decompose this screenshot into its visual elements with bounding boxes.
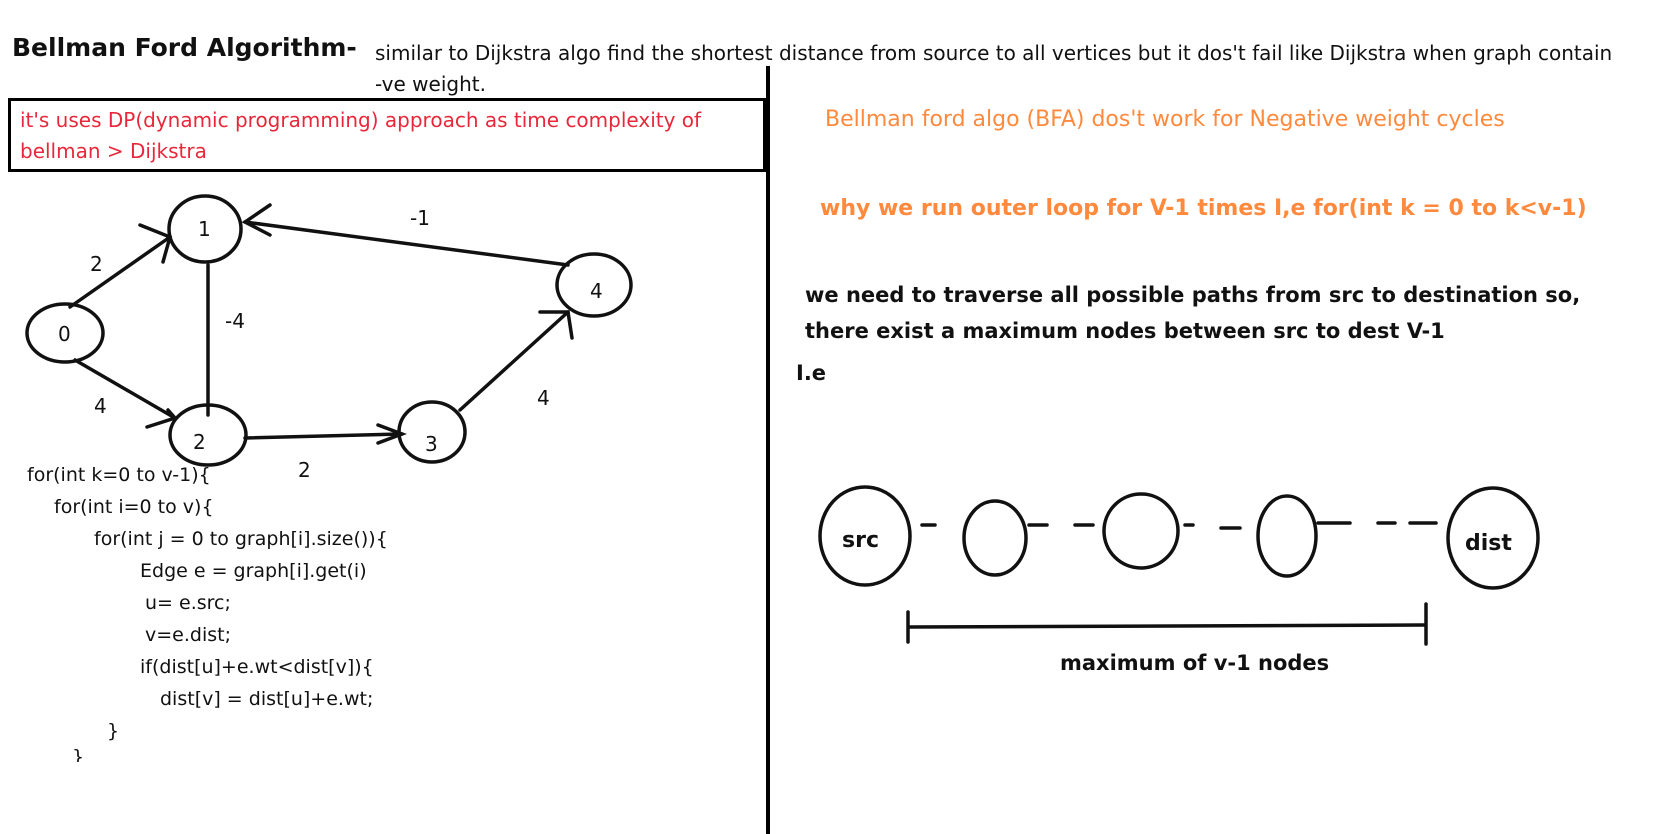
bracket-bar: [908, 623, 1426, 629]
code-line-8: dist[v] = dist[u]+e.wt;: [160, 688, 374, 710]
dp-note-text: it's uses DP(dynamic programming) approa…: [20, 108, 702, 163]
edge-3-4-weight: 4: [537, 386, 550, 410]
edge-3-4: [458, 310, 570, 412]
ie-label: I.e: [796, 361, 827, 385]
bracket-label: maximum of v-1 nodes: [1060, 651, 1330, 675]
edge-2-3-weight: 2: [298, 458, 311, 482]
edge-0-1: [68, 235, 172, 309]
negative-cycle-note: Bellman ford algo (BFA) dos't work for N…: [825, 107, 1505, 132]
dist-node-circle: [1446, 486, 1540, 590]
divider-line: [766, 66, 770, 834]
code-line-2: for(int i=0 to v){: [54, 496, 214, 518]
code-line-3: for(int j = 0 to graph[i].size()){: [94, 528, 388, 550]
arrowhead-1b: [241, 203, 272, 237]
code-line-5: u= e.src;: [145, 592, 231, 614]
why-question: why we run outer loop for V-1 times I,e …: [820, 196, 1587, 221]
arrowhead-4: [538, 310, 574, 340]
node-0-circle: [25, 302, 105, 364]
intro-text: similar to Dijkstra algo find the shorte…: [375, 41, 1613, 96]
code-line-9: }: [107, 720, 120, 742]
dp-note-box: it's uses DP(dynamic programming) approa…: [8, 98, 766, 172]
node-4-label: 4: [590, 279, 603, 303]
node-0-label: 0: [58, 322, 71, 346]
code-line-1: for(int k=0 to v-1){: [27, 464, 211, 486]
dist-node-label: dist: [1465, 531, 1512, 556]
node-3-circle: [397, 400, 467, 464]
code-line-7: if(dist[u]+e.wt<dist[v]){: [140, 656, 374, 678]
src-node-label: src: [842, 528, 879, 553]
edge-4-1-weight: -1: [410, 206, 430, 230]
edge-0-2: [73, 358, 177, 420]
edge-4-1: [243, 220, 570, 267]
code-line-4: Edge e = graph[i].get(i): [140, 560, 367, 582]
src-node-circle: [818, 485, 912, 587]
chain-node-2-circle: [1102, 492, 1180, 570]
arrowhead-3: [376, 423, 407, 445]
explanation-text: we need to traverse all possible paths f…: [805, 277, 1580, 349]
edge-2-3: [243, 432, 404, 440]
node-3-label: 3: [425, 432, 438, 456]
edge-0-1-weight: 2: [90, 252, 103, 276]
page-title: Bellman Ford Algorithm-: [12, 33, 357, 62]
node-4-circle: [555, 252, 633, 318]
explanation-line-2: there exist a maximum nodes between src …: [805, 319, 1445, 343]
node-2-label: 2: [193, 430, 206, 454]
node-1-label: 1: [198, 217, 211, 241]
explanation-line-1: we need to traverse all possible paths f…: [805, 283, 1581, 307]
chain-node-1-circle: [962, 499, 1028, 577]
code-line-10: }: [72, 746, 85, 762]
node-2-circle: [168, 403, 248, 467]
node-1-circle: [167, 194, 243, 264]
edge-0-2-weight: 4: [94, 394, 107, 418]
code-line-6: v=e.dist;: [145, 624, 231, 646]
graph-diagram: 1 0 2 3 4 2 4 -4 -1 2 4: [25, 194, 633, 482]
chain-node-3-circle: [1256, 494, 1318, 578]
edge-2-1-weight: -4: [225, 309, 245, 333]
